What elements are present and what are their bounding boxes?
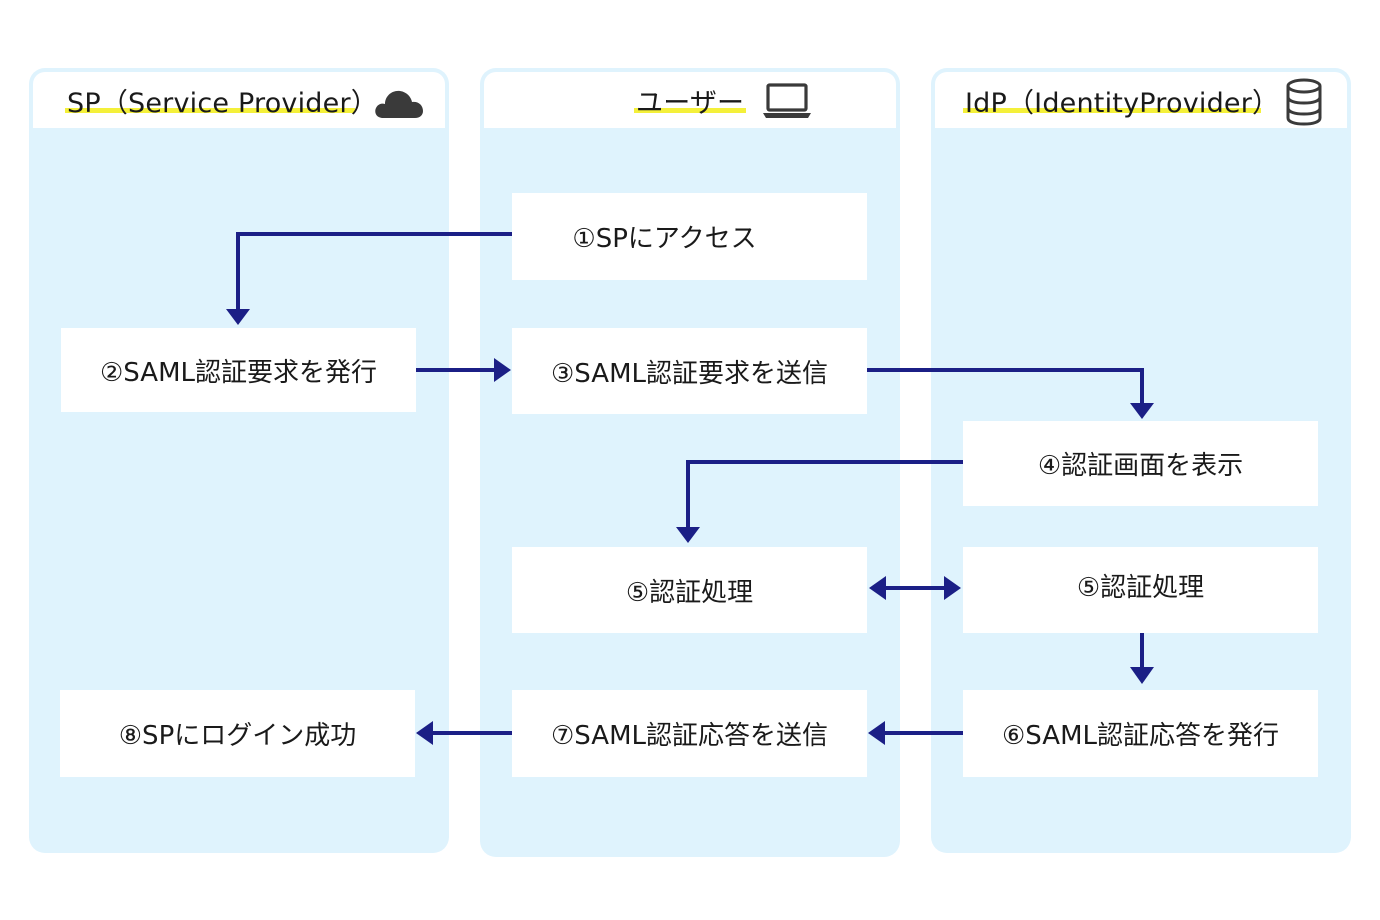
- step-6-box: ⑥SAML認証応答を発行: [963, 690, 1318, 777]
- step-1-box: ①SPにアクセス: [512, 193, 867, 280]
- step-2-label: ②SAML認証要求を発行: [100, 357, 377, 388]
- arrowhead-4-to-5: [676, 527, 700, 543]
- arrowhead-3-to-4: [1130, 403, 1154, 419]
- arrowhead-5-left: [869, 576, 886, 600]
- step-4-box: ④認証画面を表示: [963, 421, 1318, 506]
- step-5-user-box: ⑤認証処理: [512, 547, 867, 633]
- step-6-label: ⑥SAML認証応答を発行: [1002, 721, 1279, 751]
- step-8-box: ⑧SPにログイン成功: [60, 690, 415, 777]
- step-7-box: ⑦SAML認証応答を送信: [512, 690, 867, 777]
- lane-user-header: ユーザー: [484, 72, 896, 128]
- database-icon: [1286, 78, 1322, 126]
- step-5-user-label: ⑤認証処理: [625, 577, 754, 608]
- lane-sp-title-highlight: [65, 108, 355, 113]
- lane-idp-title-highlight: [963, 108, 1261, 113]
- step-2-box: ②SAML認証要求を発行: [61, 328, 416, 412]
- lane-idp-title: IdP（IdentityProvider）: [965, 88, 1280, 119]
- step-3-label: ③SAML認証要求を送信: [551, 358, 828, 389]
- arrowhead-2-to-3: [494, 358, 511, 382]
- lane-idp-header: IdP（IdentityProvider）: [935, 72, 1347, 128]
- arrowhead-1-to-2: [226, 309, 250, 325]
- lane-sp-title: SP（Service Provider）: [67, 88, 378, 119]
- laptop-icon: [763, 83, 811, 118]
- step-7-label: ⑦SAML認証応答を送信: [551, 721, 828, 751]
- step-5-idp-box: ⑤認証処理: [963, 547, 1318, 633]
- step-4-label: ④認証画面を表示: [1037, 451, 1244, 481]
- arrowhead-7-to-8: [416, 721, 433, 745]
- lane-user-title: ユーザー: [636, 88, 745, 119]
- arrow-3-to-4: [867, 368, 1144, 404]
- step-3-box: ③SAML認証要求を送信: [512, 328, 867, 414]
- cloud-icon: [375, 90, 423, 118]
- lane-user-title-highlight: [634, 108, 746, 113]
- arrow-1-to-2: [236, 232, 512, 310]
- arrowhead-6-to-7: [868, 721, 885, 745]
- arrowhead-5-to-6: [1130, 667, 1154, 684]
- step-5-idp-label: ⑤認証処理: [1076, 572, 1205, 603]
- arrowhead-5-right: [944, 576, 961, 600]
- arrow-4-to-5: [686, 460, 963, 528]
- lane-sp-header: SP（Service Provider）: [33, 72, 445, 128]
- step-8-label: ⑧SPにログイン成功: [118, 721, 357, 751]
- step-1-label: ①SPにアクセス: [572, 224, 757, 254]
